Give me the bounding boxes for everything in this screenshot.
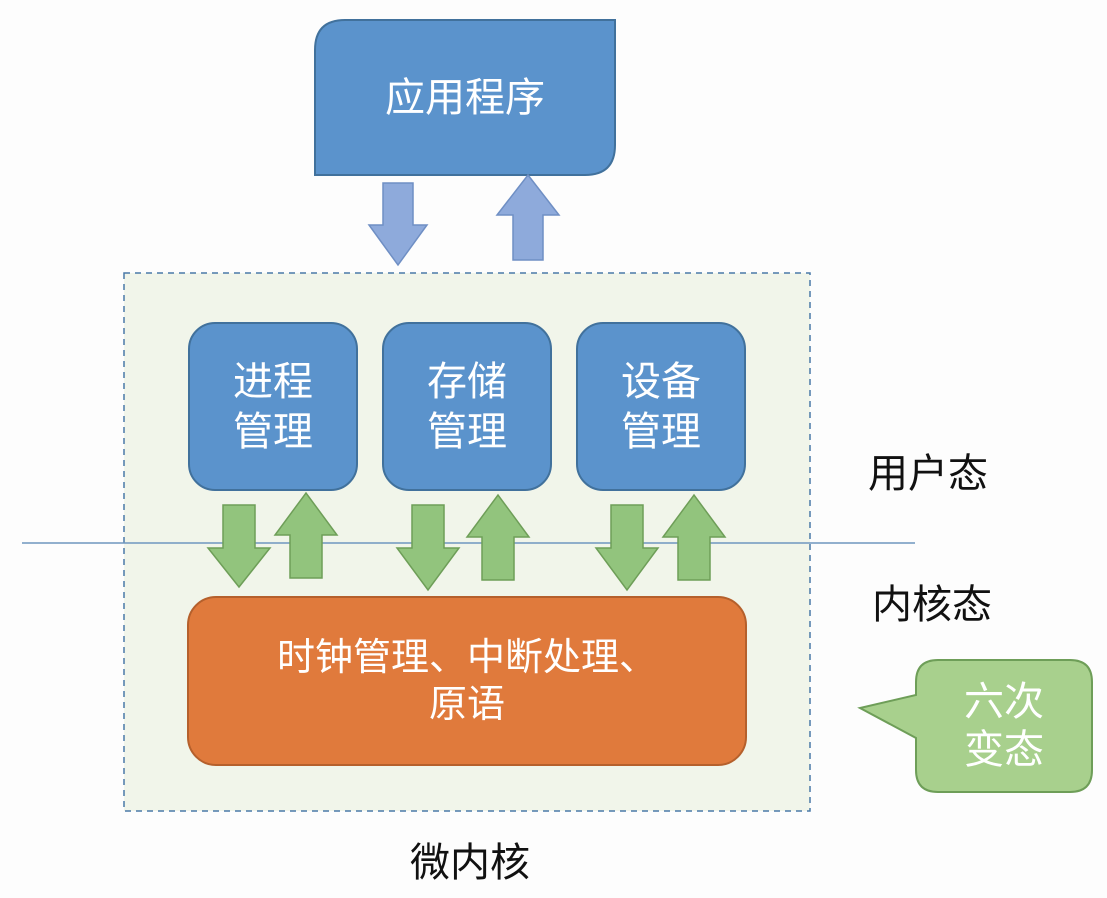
app-box-shape (314, 19, 616, 176)
kernel-box-line1: 时钟管理、中断处理、 (276, 634, 657, 679)
storage-up-arrow (465, 493, 531, 581)
callout-shape (857, 659, 1093, 793)
module-device: 设备 管理 (577, 323, 745, 490)
app-down-arrow (367, 182, 429, 267)
module-device-line2: 管理 (621, 408, 701, 455)
storage-down-arrow (395, 504, 461, 592)
app-box-label: 应用程序 (385, 74, 545, 121)
module-storage-line2: 管理 (427, 408, 507, 455)
kernel-box: 时钟管理、中断处理、 原语 (188, 597, 746, 765)
module-process: 进程 管理 (189, 323, 357, 490)
callout-text: 六次 变态 (916, 660, 1092, 792)
process-up-arrow (273, 491, 339, 579)
kernel-box-line2: 原语 (428, 682, 505, 726)
callout-line2: 变态 (964, 727, 1044, 773)
module-storage-line1: 存储 (427, 358, 507, 405)
module-process-line2: 管理 (233, 408, 313, 455)
user-mode-label: 用户态 (868, 451, 988, 497)
module-box-process (188, 322, 358, 491)
module-box-storage (382, 322, 552, 491)
microkernel-label: 微内核 (410, 840, 530, 886)
kernel-mode-label: 内核态 (872, 582, 992, 628)
device-down-arrow (594, 504, 660, 592)
process-down-arrow (206, 504, 272, 589)
kernel-box-shape (187, 596, 747, 766)
app-box: 应用程序 (315, 20, 615, 175)
module-box-device (576, 322, 746, 491)
module-storage: 存储 管理 (383, 323, 551, 490)
module-process-line1: 进程 (233, 358, 313, 405)
device-up-arrow (661, 493, 727, 581)
module-device-line1: 设备 (621, 358, 701, 405)
app-up-arrow (495, 173, 561, 261)
callout-line1: 六次 (964, 679, 1044, 725)
